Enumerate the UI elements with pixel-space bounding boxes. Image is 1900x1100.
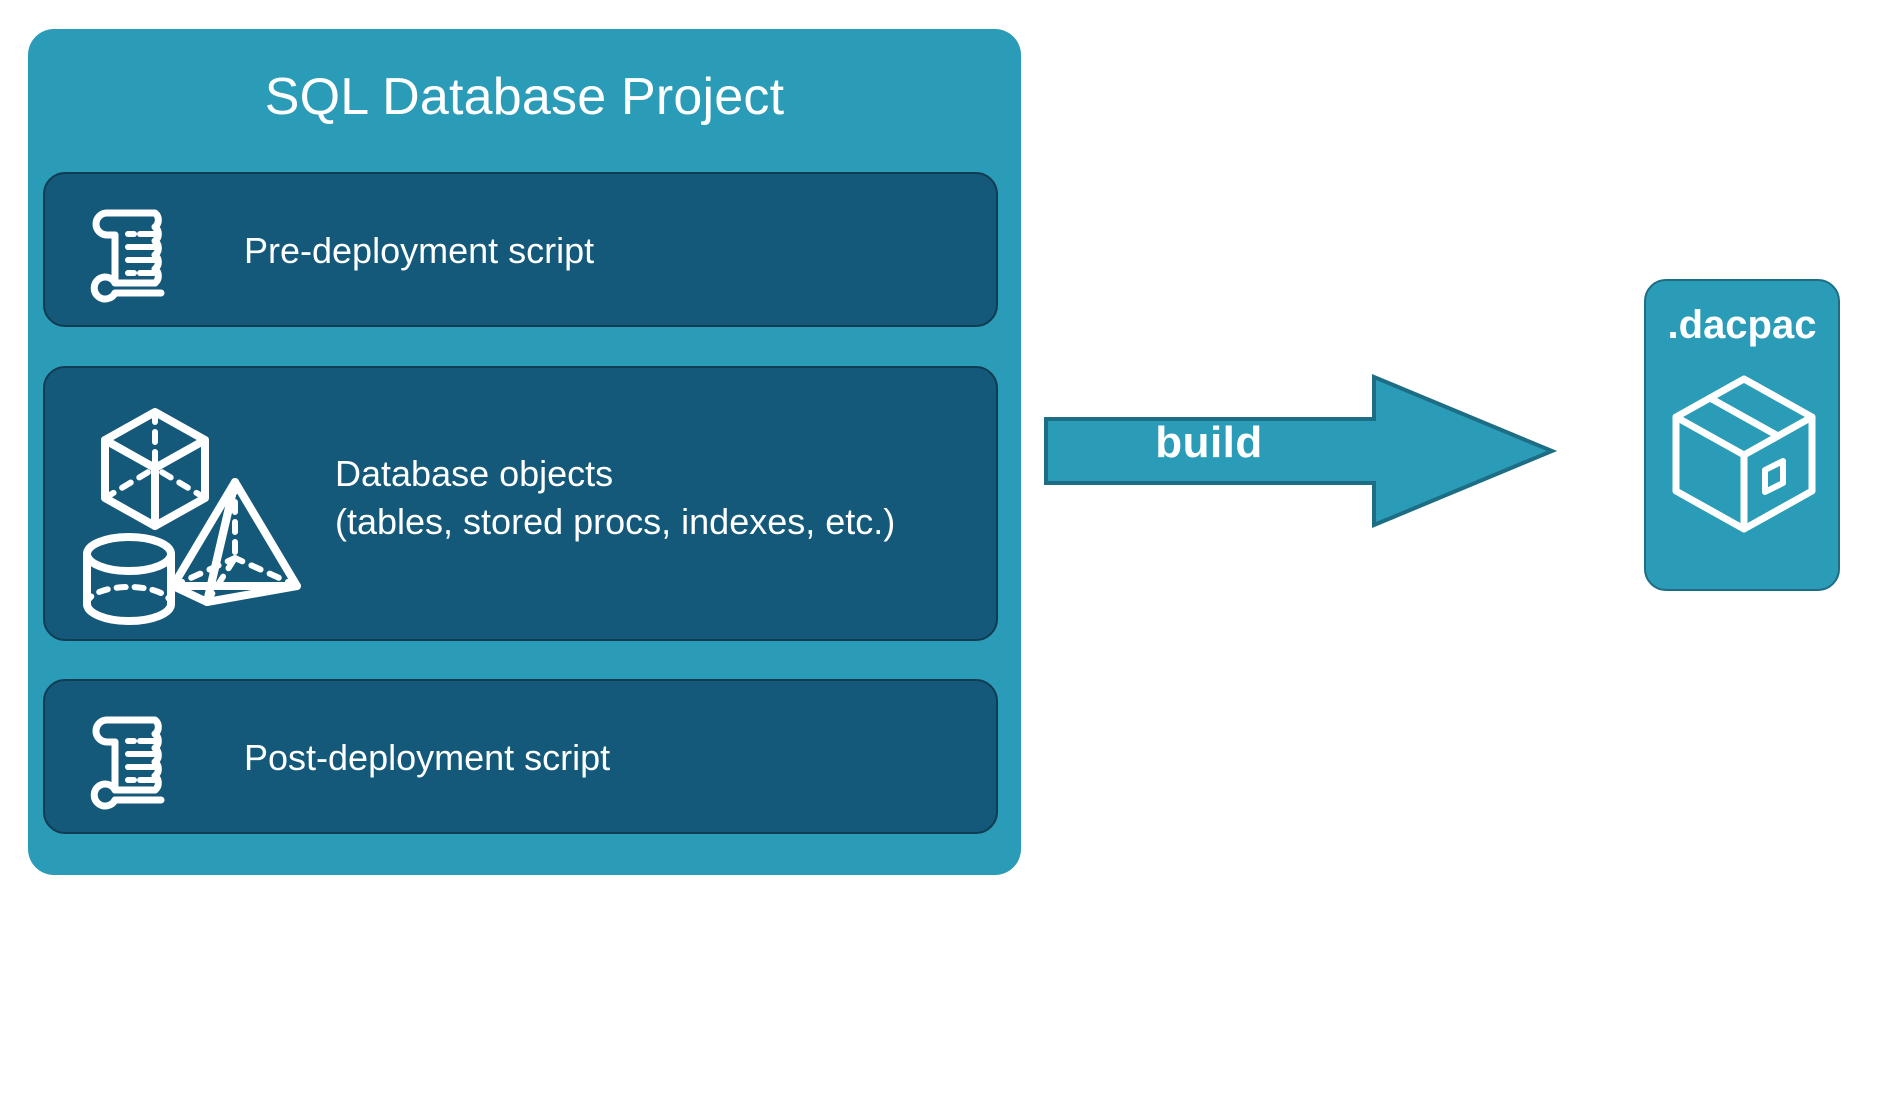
pyramid-shape [169, 478, 301, 606]
card-database-objects-label: Database objects (tables, stored procs, … [335, 453, 896, 542]
cube-shape [101, 408, 209, 530]
card-pre-deployment[interactable]: Pre-deployment script [43, 172, 998, 327]
package-box-icon [1670, 373, 1818, 533]
card-database-objects[interactable]: Database objects (tables, stored procs, … [43, 366, 998, 641]
project-title: SQL Database Project [264, 68, 785, 126]
card-post-deployment[interactable]: Post-deployment script [43, 679, 998, 834]
card-pre-deployment-label: Pre-deployment script [244, 230, 595, 271]
scroll-icon [77, 201, 187, 303]
card-post-deployment-label: Post-deployment script [244, 737, 611, 778]
sql-database-project-panel: SQL Database Project [28, 29, 1021, 875]
shapes-icon [67, 390, 307, 625]
dacpac-title: .dacpac [1667, 303, 1817, 347]
build-arrow-label: build [1155, 418, 1263, 467]
cylinder-shape [83, 533, 175, 625]
dacpac-output-panel[interactable]: .dacpac [1644, 279, 1840, 591]
arrow-right-icon [1044, 374, 1558, 528]
scroll-icon [77, 708, 187, 810]
